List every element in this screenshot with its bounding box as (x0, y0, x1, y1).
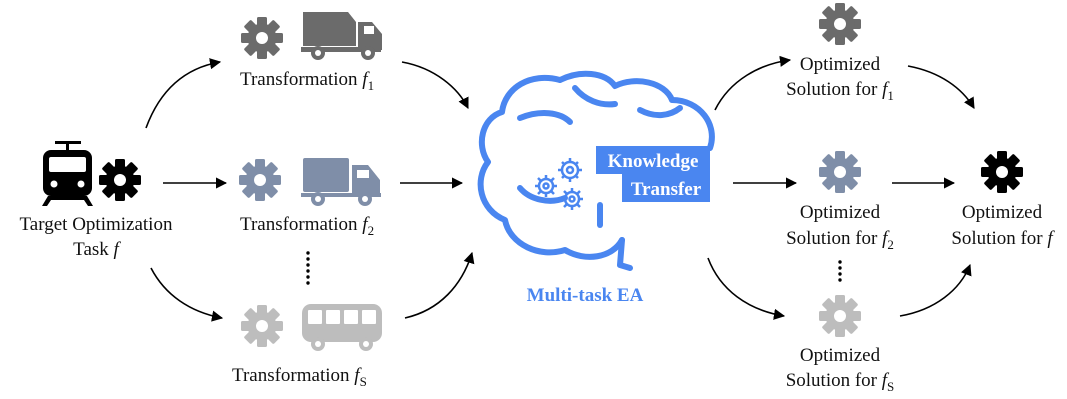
arrow-target-to-f1 (145, 58, 222, 129)
box-truck-icon (301, 158, 381, 206)
final-line1: Optimized (962, 202, 1043, 223)
transformation-f2-label: Transformation f2 (240, 214, 374, 238)
transformation-f2: Transformation f2 (239, 158, 381, 238)
gear-icon (819, 3, 861, 45)
arrow-sS-to-final (899, 263, 972, 317)
transfer-label: Transfer (631, 179, 702, 200)
multitask-ea-label: Multi-task EA (527, 285, 644, 306)
solution-fS: Optimized Solution for fS (786, 295, 895, 394)
solution-f1-line2: Solution for f1 (786, 79, 894, 103)
knowledge-label: Knowledge (608, 151, 699, 172)
transfer-box (622, 174, 710, 202)
target-label-line1: Target Optimization (20, 214, 173, 235)
arrow-brain-to-sS (707, 257, 786, 320)
solution-f1: Optimized Solution for f1 (786, 3, 894, 103)
gear-icon (241, 305, 283, 347)
ellipsis-vertical (306, 251, 310, 285)
arrow-brain-to-s1 (714, 55, 792, 111)
solution-fS-line2: Solution for fS (786, 370, 895, 394)
gear-icon (99, 159, 141, 201)
arrow-f1-to-brain (401, 61, 469, 110)
ellipsis-vertical (838, 260, 842, 282)
final-line2: Solution for f (951, 228, 1055, 249)
solution-fS-line1: Optimized (800, 345, 881, 366)
gear-icon (561, 188, 583, 210)
gear-icon (241, 17, 283, 59)
gear-icon (981, 151, 1023, 193)
arrow-s1-to-final (907, 65, 975, 109)
knowledge-box (596, 146, 710, 174)
arrow-target-to-fS (150, 267, 224, 322)
transformation-fS: Transformation fS (232, 304, 382, 389)
gear-icon (558, 158, 582, 182)
train-icon (42, 141, 93, 206)
gear-icon (239, 159, 281, 201)
arrow-fS-to-brain (404, 251, 475, 319)
final-solution: Optimized Solution for f (951, 151, 1055, 249)
transformation-f1-label: Transformation f1 (240, 69, 374, 93)
brain-icon (477, 70, 715, 271)
solution-f2-line2: Solution for f2 (786, 228, 894, 252)
gear-icon (535, 175, 557, 197)
bus-icon (302, 304, 382, 351)
transformation-fS-label: Transformation fS (232, 365, 367, 389)
target-label-line2: Task f (73, 239, 121, 260)
transformation-f1: Transformation f1 (240, 12, 382, 93)
gear-icon (819, 295, 861, 337)
brain-gears (535, 158, 583, 210)
solution-f1-line1: Optimized (800, 54, 881, 75)
gear-icon (819, 151, 861, 193)
solution-f2: Optimized Solution for f2 (786, 151, 894, 252)
dump-truck-icon (301, 12, 382, 60)
solution-f2-line1: Optimized (800, 202, 881, 223)
